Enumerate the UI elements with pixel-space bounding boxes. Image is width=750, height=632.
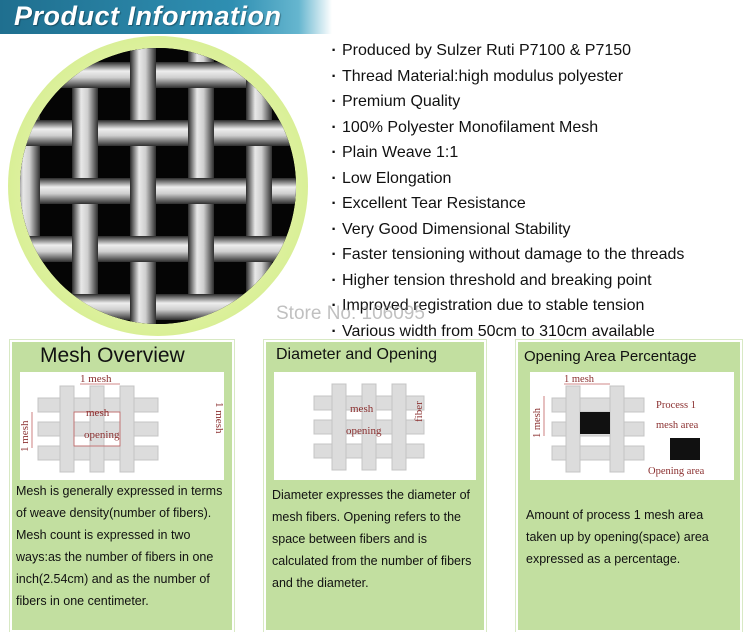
feature-item: ·100% Polyester Monofilament Mesh <box>331 118 599 136</box>
feature-item: ·Produced by Sulzer Ruti P7100 & P7150 <box>331 42 632 59</box>
label-fiber: fiber <box>413 401 425 422</box>
feature-item: ·Higher tension threshold and breaking p… <box>331 271 652 289</box>
label-process: Process 1 <box>656 400 696 411</box>
panel-title: Diameter and Opening <box>276 346 437 363</box>
panel-title: Mesh Overview <box>40 344 185 367</box>
label-mesh-area: mesh area <box>656 420 699 431</box>
label-one-mesh-right: 1 mesh <box>213 402 224 434</box>
feature-item: ·Premium Quality <box>331 93 461 110</box>
feature-item: ·Improved registration due to stable ten… <box>331 297 645 314</box>
header-banner: Product Information <box>0 0 332 34</box>
feature-item: ·Faster tensioning without damage to the… <box>331 246 685 263</box>
feature-item: ·Various width from 50cm to 310cm availa… <box>331 322 655 340</box>
mesh-overview-diagram: 1 mesh mesh opening 1 mesh 1 mesh <box>20 372 224 480</box>
panel-description: Amount of process 1 mesh area taken up b… <box>526 508 709 566</box>
panel-description: Diameter expresses the diameter of mesh … <box>272 488 472 590</box>
label-mesh: mesh <box>86 407 110 419</box>
feature-item: ·Low Elongation <box>331 169 452 187</box>
label-mesh: mesh <box>350 403 374 415</box>
feature-item: ·Thread Material:high modulus polyester <box>331 67 624 85</box>
opening-area-swatch <box>580 412 610 434</box>
diameter-opening-panel: Diameter and Opening mesh opening fiber … <box>264 340 486 632</box>
feature-item: ·Very Good Dimensional Stability <box>331 220 571 238</box>
label-one-mesh-left: 1 mesh <box>20 420 31 452</box>
opening-area-legend-swatch <box>670 438 700 460</box>
label-opening-area: Opening area <box>648 466 705 477</box>
mesh-overview-panel: Mesh Overview 1 mesh mesh opening 1 mesh <box>10 340 234 632</box>
label-opening: opening <box>346 425 382 437</box>
opening-area-diagram: 1 mesh 1 mesh Process 1 mesh area Openin… <box>530 372 734 480</box>
label-one-mesh-left: 1 mesh <box>532 407 543 438</box>
page-title: Product Information <box>14 1 282 31</box>
label-one-mesh-top: 1 mesh <box>564 374 595 385</box>
label-one-mesh-top: 1 mesh <box>80 373 112 385</box>
mesh-closeup-image <box>20 48 296 324</box>
panel-title: Opening Area Percentage <box>524 348 697 365</box>
feature-item: ·Excellent Tear Resistance <box>331 195 526 212</box>
feature-item: ·Plain Weave 1:1 <box>331 144 459 161</box>
feature-list: ·Produced by Sulzer Ruti P7100 & P7150 ·… <box>326 38 684 344</box>
diameter-opening-diagram: mesh opening fiber <box>274 372 476 480</box>
panel-description: Mesh is generally expressed in terms of … <box>16 484 223 608</box>
opening-area-panel: Opening Area Percentage 1 mesh 1 mesh Pr… <box>516 340 742 632</box>
label-opening: opening <box>84 429 120 441</box>
store-watermark: Store No: 106095 <box>276 303 425 324</box>
